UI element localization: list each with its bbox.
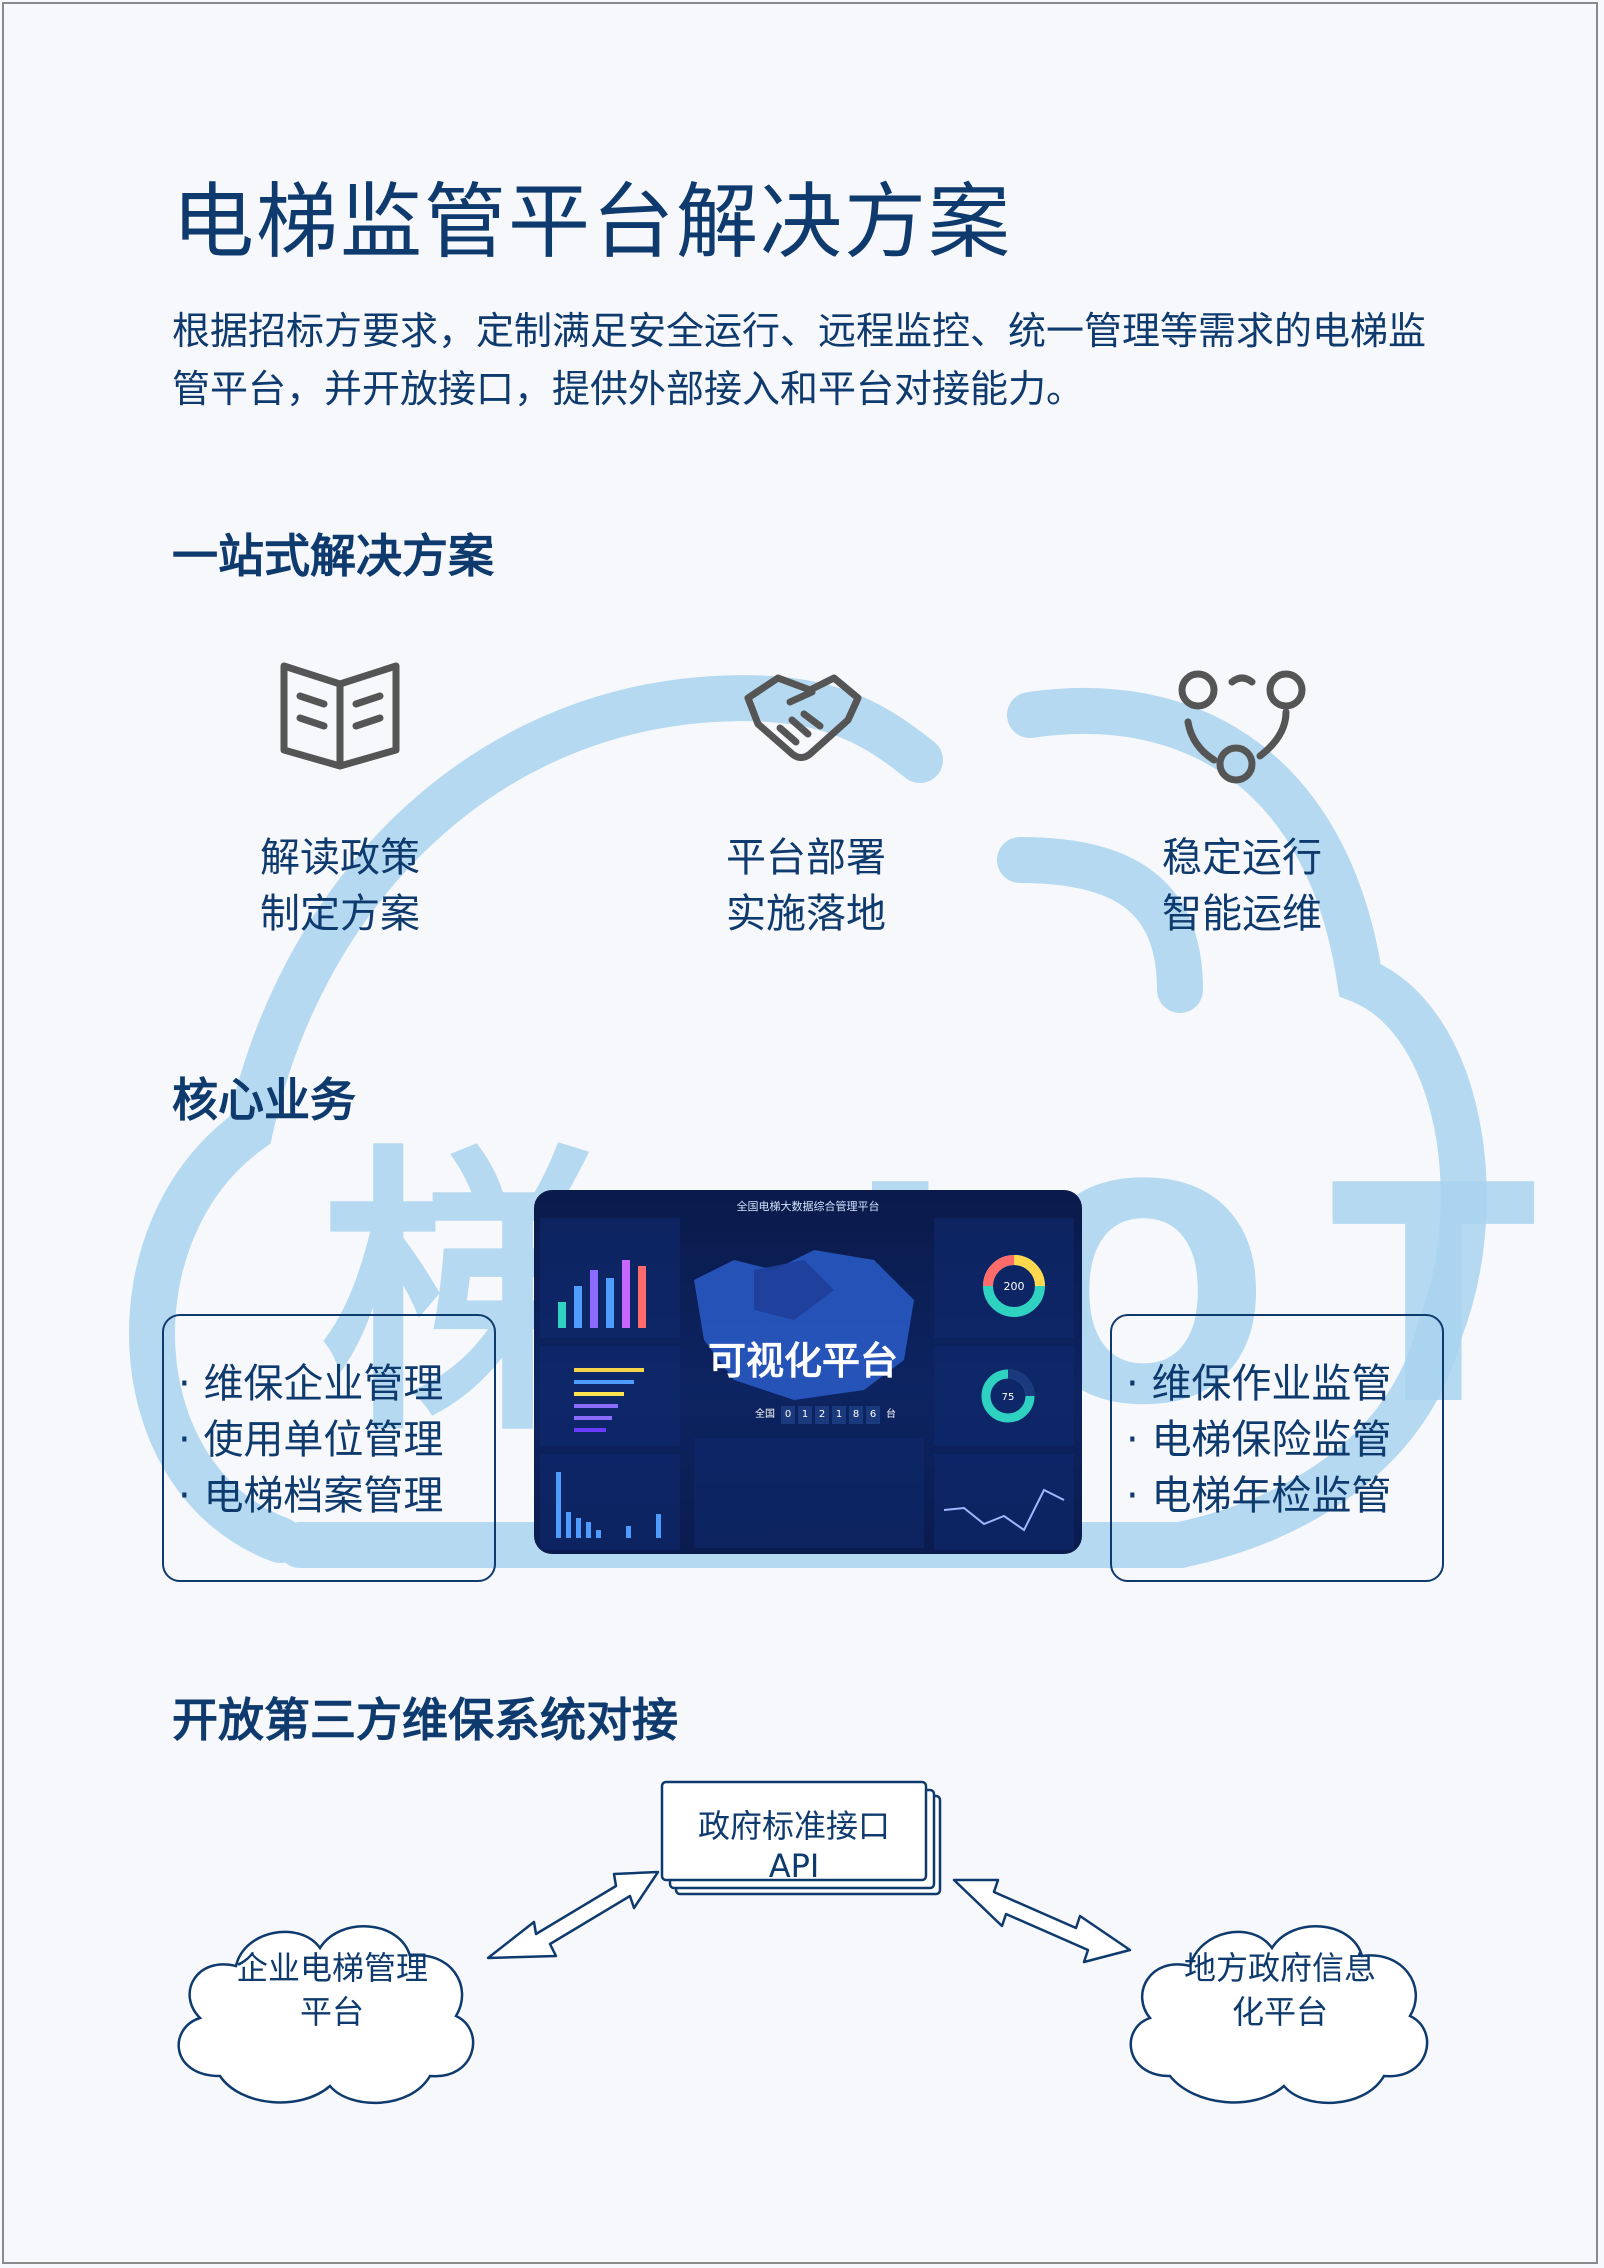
- feature-operation: 稳定运行 智能运维: [1162, 835, 1322, 937]
- feature-policy: 解读政策 制定方案: [260, 835, 420, 937]
- donut-value-1: 200: [1004, 1280, 1025, 1293]
- api-card: 政府标准接口 API: [664, 1806, 924, 1886]
- dashboard-title: 全国电梯大数据综合管理平台: [736, 1200, 880, 1213]
- service-item: 使用单位管理: [178, 1412, 494, 1468]
- counter-digit: 1: [798, 1406, 812, 1424]
- service-item: 维保作业监管: [1126, 1356, 1442, 1412]
- service-item: 电梯年检监管: [1126, 1468, 1442, 1524]
- service-item: 维保企业管理: [178, 1356, 494, 1412]
- counter-digit: 0: [781, 1406, 795, 1424]
- open-book-icon: [278, 660, 402, 774]
- local-government-cloud: 地方政府信息 化平台: [1183, 1949, 1376, 2031]
- api-label-line1: 政府标准接口: [697, 1807, 890, 1845]
- handshake-icon: [740, 668, 866, 772]
- service-item: 电梯保险监管: [1126, 1412, 1442, 1468]
- counter-digit: 2: [815, 1406, 829, 1424]
- integration-diagram: [177, 1780, 1429, 2105]
- service-item: 电梯档案管理: [178, 1468, 494, 1524]
- dashboard-overlay-label: 可视化平台: [708, 1339, 899, 1383]
- counter-unit: 台: [886, 1409, 896, 1420]
- one-stop-heading: 一站式解决方案: [172, 529, 494, 583]
- counter-label: 全国: [755, 1409, 775, 1420]
- counter-digit: 8: [849, 1406, 863, 1424]
- elevator-counter: 全国 0 1 2 1 8 6 台: [752, 1406, 899, 1424]
- left-service-box: 维保企业管理 使用单位管理 电梯档案管理: [162, 1314, 496, 1582]
- core-heading: 核心业务: [172, 1073, 356, 1127]
- api-label-line2: API: [768, 1847, 820, 1885]
- page-title: 电梯监管平台解决方案: [172, 175, 1013, 270]
- enterprise-platform-cloud: 企业电梯管理 平台: [235, 1949, 428, 2031]
- right-service-box: 维保作业监管 电梯保险监管 电梯年检监管: [1110, 1314, 1444, 1582]
- network-nodes-icon: [1174, 666, 1310, 790]
- dashboard-screenshot: 全国电梯大数据综合管理平台 200: [534, 1190, 1082, 1554]
- counter-digit: 1: [832, 1406, 846, 1424]
- donut-value-2: 75: [1002, 1392, 1015, 1403]
- integration-heading: 开放第三方维保系统对接: [172, 1693, 678, 1747]
- intro-paragraph: 根据招标方要求，定制满足安全运行、远程监控、统一管理等需求的电梯监管平台，并开放…: [172, 309, 1427, 411]
- counter-digit: 6: [866, 1406, 880, 1424]
- feature-deploy: 平台部署 实施落地: [726, 835, 886, 937]
